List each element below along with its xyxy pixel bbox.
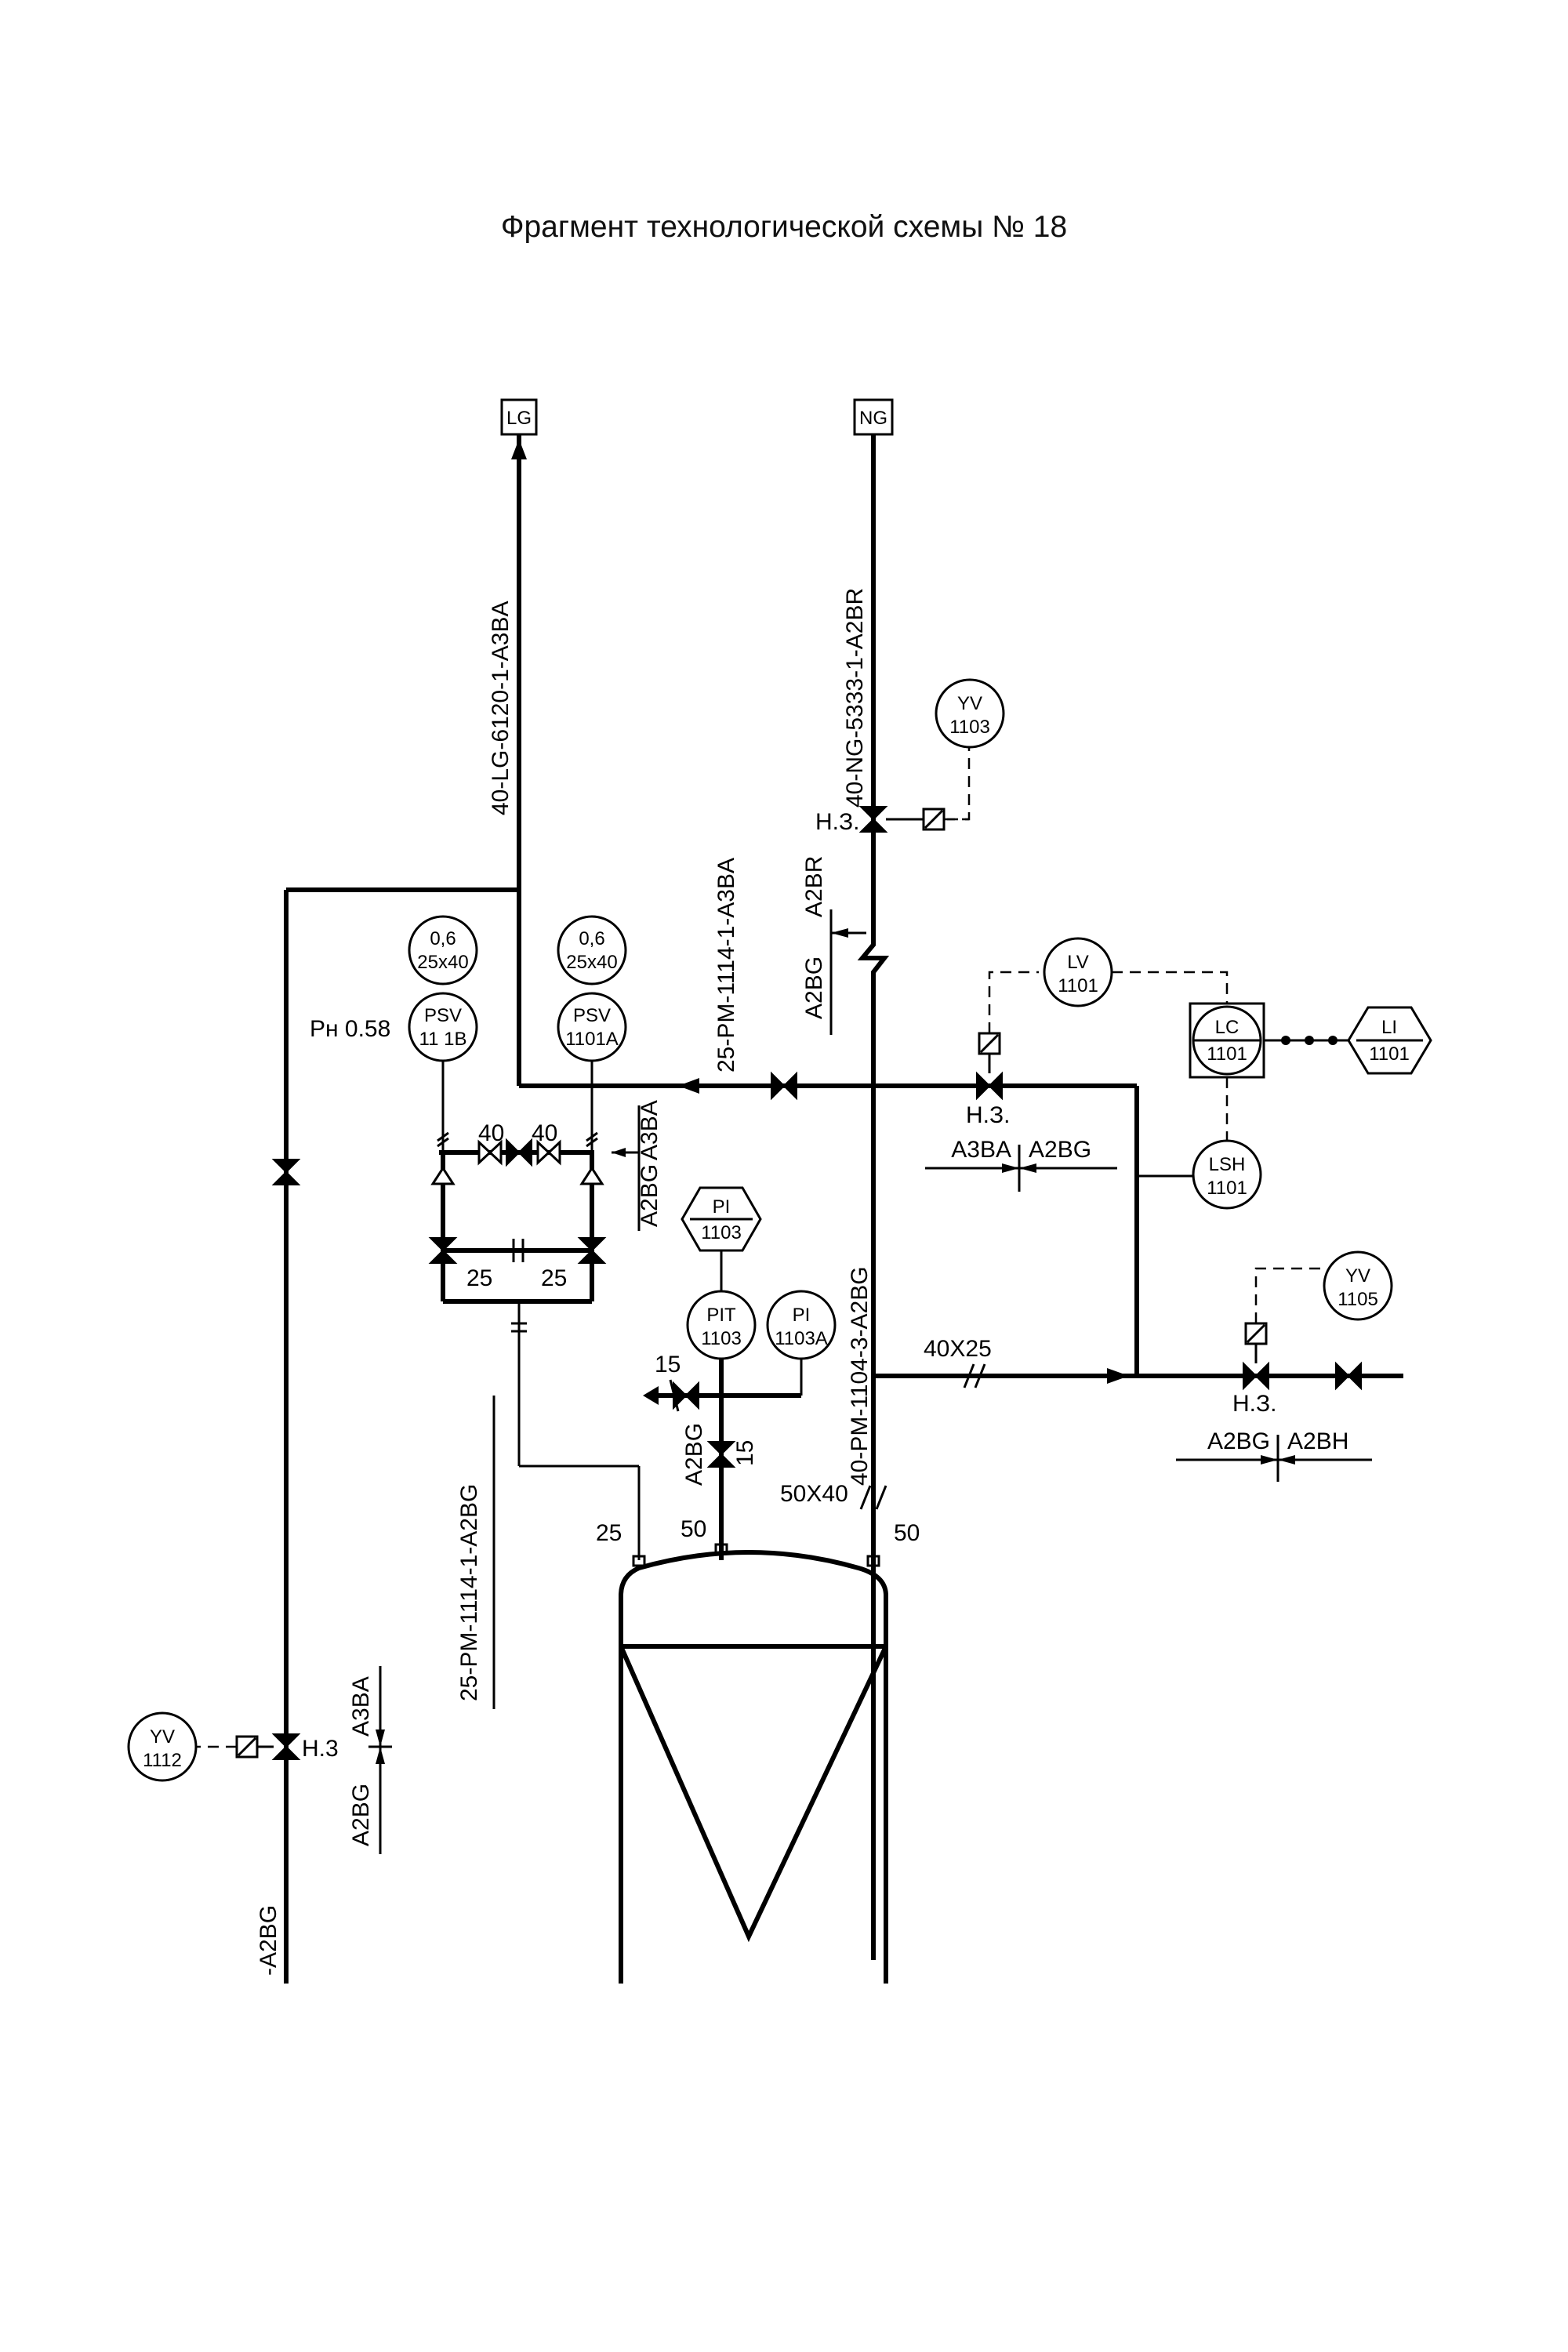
svg-text:YV: YV <box>957 693 982 714</box>
svg-text:1103: 1103 <box>949 717 990 738</box>
svg-text:PI: PI <box>713 1196 731 1218</box>
control-valve-lv1101: Н.З. <box>966 971 1039 1128</box>
svg-text:A2BR: A2BR <box>801 856 827 917</box>
outlet-pipeline: 40X25 <box>873 1336 1403 1389</box>
psv1101a-valve: 0,6 25x40 PSV 1101A <box>557 915 627 1129</box>
svg-text:A2BG: A2BG <box>801 956 827 1019</box>
svg-text:1101: 1101 <box>1207 1044 1247 1065</box>
nc-label-yv1103: Н.З. <box>815 809 859 835</box>
reducer-40x25: 40X25 <box>924 1336 992 1362</box>
pressure-set-label: Рн 0.58 <box>310 1016 390 1042</box>
svg-text:1103: 1103 <box>701 1328 742 1349</box>
solenoid-valve-yv1112: Н.3 <box>196 1733 339 1762</box>
svg-text:50: 50 <box>894 1520 920 1546</box>
svg-text:1101: 1101 <box>1058 975 1098 996</box>
lc1101-controller: LC 1101 <box>1189 1002 1265 1079</box>
svg-text:1101: 1101 <box>1369 1044 1410 1065</box>
svg-text:11 1B: 11 1B <box>419 1029 467 1050</box>
lsh1101-switch: LSH 1101 <box>1192 1139 1262 1210</box>
svg-text:A3BA: A3BA <box>348 1676 374 1737</box>
spec-break-yv1112: A3BA A2BG <box>348 1666 392 1854</box>
svg-text:15: 15 <box>655 1352 681 1377</box>
left-pipeline: -A2BG <box>256 887 519 1984</box>
svg-text:1103: 1103 <box>701 1222 742 1243</box>
pm-bottom-line-number: 25-PM-1114-1-A2BG <box>456 1484 482 1701</box>
svg-text:A2BG: A2BG <box>681 1423 707 1486</box>
spec-break-a2bg-a2br: A2BR A2BG <box>801 856 866 1035</box>
svg-text:PI: PI <box>793 1305 811 1326</box>
svg-text:25: 25 <box>466 1265 492 1291</box>
svg-text:YV: YV <box>1345 1265 1370 1287</box>
svg-text:25x40: 25x40 <box>566 952 617 973</box>
pm-top-line-number: 25-PM-1114-1-A3BA <box>713 858 739 1073</box>
svg-text:1103A: 1103A <box>775 1328 828 1349</box>
svg-text:25: 25 <box>596 1520 622 1546</box>
svg-text:PSV: PSV <box>424 1005 462 1026</box>
svg-text:PIT: PIT <box>706 1305 736 1326</box>
lv1101-circle: LV 1101 <box>1043 937 1113 1007</box>
ng-terminal-label: NG <box>859 408 887 429</box>
nc-label-yv1105: Н.З. <box>1232 1391 1276 1417</box>
pm-bottom-pipeline: 25 25-PM-1114-1-A2BG <box>456 1301 641 1709</box>
svg-text:LI: LI <box>1381 1017 1397 1038</box>
svg-text:YV: YV <box>150 1726 175 1748</box>
svg-text:A2BH: A2BH <box>1287 1428 1348 1454</box>
svg-text:A2BG: A2BG <box>348 1784 374 1846</box>
svg-text:1112: 1112 <box>143 1750 182 1771</box>
solenoid-valve-yv1105: Н.З. <box>1232 1267 1323 1417</box>
pm-main-line-number: 40-PM-1104-3-A2BG <box>847 1266 873 1486</box>
svg-text:A2BG: A2BG <box>637 1164 662 1227</box>
pi1103-indicator: PI 1103 <box>681 1186 762 1252</box>
svg-text:0,6: 0,6 <box>579 928 604 949</box>
svg-text:1105: 1105 <box>1338 1289 1378 1310</box>
svg-text:LV: LV <box>1067 952 1089 973</box>
svg-text:LSH: LSH <box>1209 1154 1246 1175</box>
vessel <box>619 1543 888 1984</box>
reducer-50x40-mark: 50X40 50 <box>780 1481 920 1546</box>
svg-text:50: 50 <box>681 1516 706 1542</box>
svg-text:1101A: 1101A <box>565 1029 619 1050</box>
li1101-indicator: LI 1101 <box>1347 1006 1432 1075</box>
svg-text:25x40: 25x40 <box>417 952 468 973</box>
spec-break-a2bg-a2bh: A2BG A2BH <box>1176 1428 1372 1482</box>
svg-text:0,6: 0,6 <box>430 928 456 949</box>
svg-text:LC: LC <box>1215 1017 1240 1038</box>
nc-label-yv1112: Н.3 <box>302 1736 339 1762</box>
yv1105-circle: YV 1105 <box>1323 1250 1393 1321</box>
svg-text:A2BG: A2BG <box>1029 1137 1091 1163</box>
lg-terminal-label: LG <box>506 408 532 429</box>
yv1103-circle: YV 1103 <box>935 678 1005 749</box>
pit1103-transmitter: PIT 1103 <box>686 1290 757 1360</box>
svg-text:A3BA: A3BA <box>637 1100 662 1160</box>
pressure-tap: 15 15 A2BG 50 <box>643 1352 803 1560</box>
yv1112-circle: YV 1112 <box>127 1711 198 1782</box>
lg-pipeline: LG 40-LG-6120-1-A3BA <box>488 398 538 1086</box>
left-line-number: -A2BG <box>256 1905 281 1976</box>
svg-text:40: 40 <box>532 1120 557 1146</box>
svg-text:15: 15 <box>732 1440 758 1466</box>
lg-line-number: 40-LG-6120-1-A3BA <box>488 601 514 816</box>
svg-text:A3BA: A3BA <box>951 1137 1011 1163</box>
svg-text:50X40: 50X40 <box>780 1481 848 1507</box>
svg-text:25: 25 <box>541 1265 567 1291</box>
psv-manifold: 40 40 25 25 <box>430 1120 605 1304</box>
svg-text:A2BG: A2BG <box>1207 1428 1270 1454</box>
ng-pipeline: NG 40-NG-5333-1-A2BR 40-PM-1104-3-A2BG <box>842 398 894 1960</box>
solenoid-valve-yv1103: Н.З. <box>815 737 971 835</box>
ng-line-number: 40-NG-5333-1-A2BR <box>842 588 868 808</box>
page-title: Фрагмент технологической схемы № 18 <box>500 210 1068 244</box>
nc-label-lv1101: Н.З. <box>966 1102 1010 1128</box>
pi1103a-indicator: PI 1103A <box>766 1290 837 1360</box>
spec-break-a3ba-a2bg: A3BA A2BG <box>925 1137 1117 1192</box>
svg-text:PSV: PSV <box>573 1005 611 1026</box>
psv11b-valve: 0,6 25x40 PSV 11 1B <box>408 915 478 1129</box>
spec-break-psv: A3BA A2BG <box>612 1100 662 1231</box>
svg-text:40: 40 <box>478 1120 504 1146</box>
pm-top-pipeline: 25-PM-1114-1-A3BA <box>519 858 1137 1099</box>
svg-text:1101: 1101 <box>1207 1178 1247 1199</box>
